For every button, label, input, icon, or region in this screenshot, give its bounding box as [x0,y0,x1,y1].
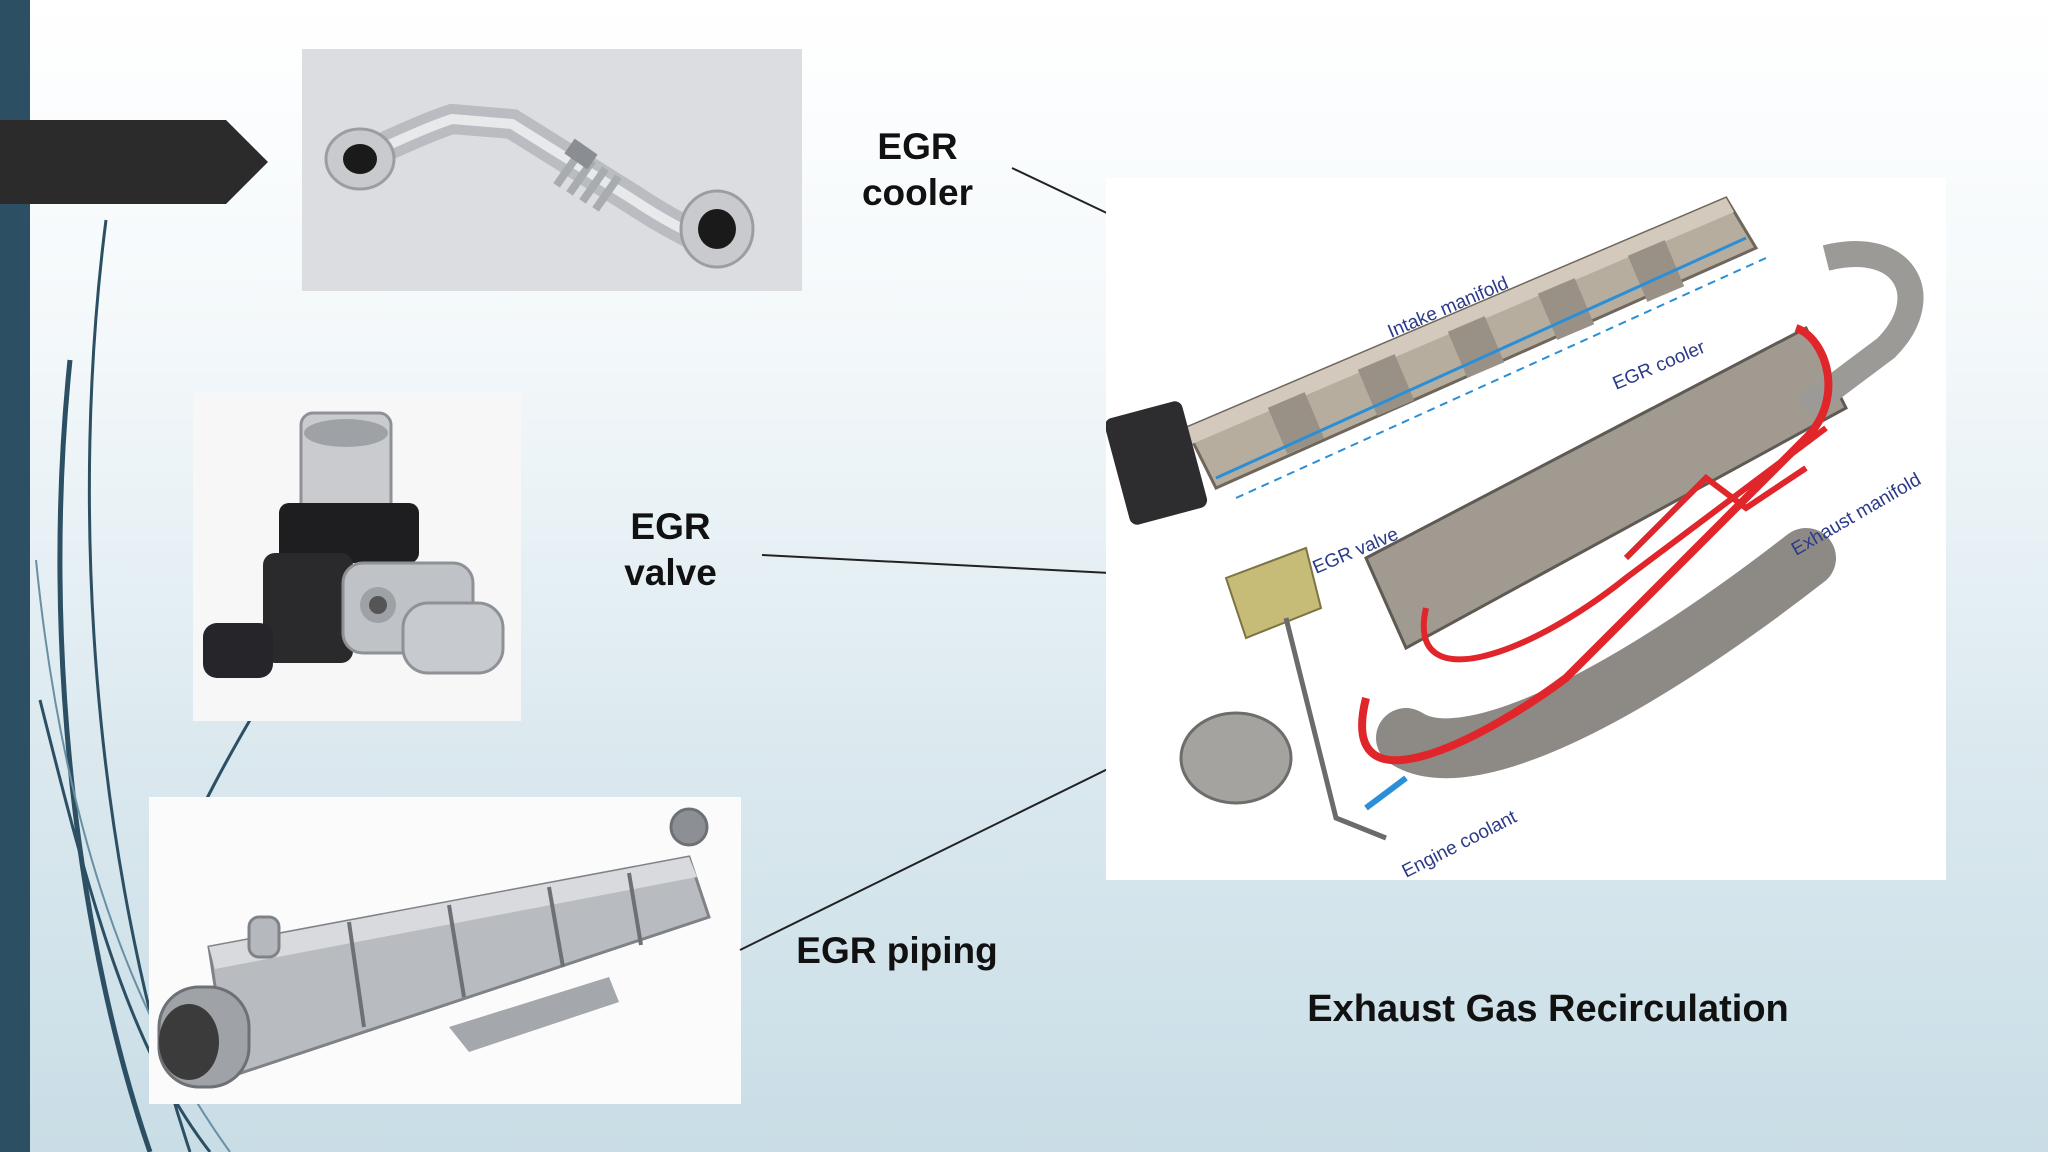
egr-valve-photo [193,393,521,721]
egr-piping-label: EGR piping [796,930,998,971]
egr-valve-label-line2: valve [624,552,717,593]
egr-valve-arrow [761,554,1154,584]
diagram-caption: Exhaust Gas Recirculation [1307,988,1789,1030]
egr-valve-label: EGR valve [583,504,758,596]
egr-system-diagram: Intake manifold EGR cooler EGR valve Exh… [1106,178,1946,880]
egr-cooler-photo [149,797,741,1104]
egr-cooler-label: EGR cooler [830,124,1005,216]
egr-valve-label-line1: EGR [630,506,711,547]
title-banner [0,120,268,204]
egr-piping-photo [302,49,802,291]
egr-cooler-label-line1: EGR [877,126,958,167]
egr-cooler-label-line2: cooler [861,172,974,213]
